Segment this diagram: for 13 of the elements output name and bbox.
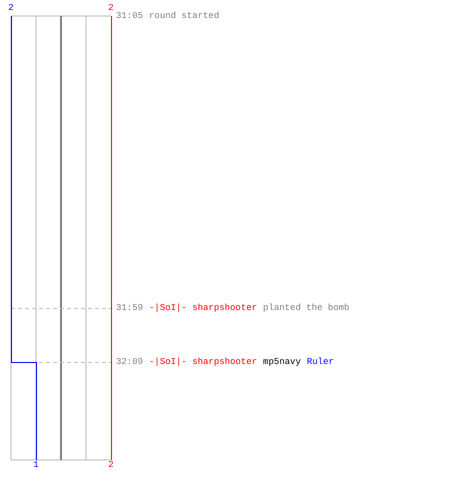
- event-text: planted the bomb: [263, 303, 350, 313]
- event-text: -|SoI|- sharpshooter: [149, 303, 258, 313]
- timestamp: 31:05: [116, 11, 144, 21]
- event-text: -|SoI|- sharpshooter: [149, 357, 258, 367]
- count-label: 2: [108, 460, 114, 470]
- event-text: round started: [149, 11, 220, 21]
- timestamp: 31:59: [116, 303, 144, 313]
- count-label: 2: [8, 3, 14, 13]
- count-label: 1: [33, 460, 39, 470]
- event-text: mp5navy: [263, 357, 301, 367]
- timestamp: 32:09: [116, 357, 144, 367]
- event-text: Ruler: [306, 357, 334, 367]
- count-label: 2: [108, 3, 114, 13]
